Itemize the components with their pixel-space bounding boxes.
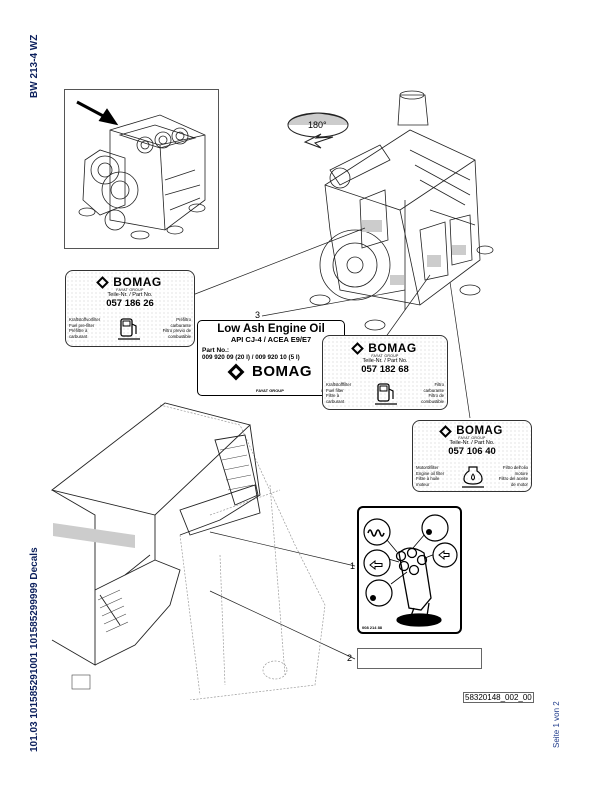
text-line: carburante xyxy=(423,387,444,393)
engine-overview-drawing xyxy=(76,100,206,240)
rotation-label: 180° xyxy=(308,120,327,130)
brand-subtitle: FAYAT GROUP xyxy=(116,288,144,292)
fuel-pump-icon xyxy=(375,383,397,405)
machine-rear-svg xyxy=(50,402,326,701)
brand-subtitle: FAYAT GROUP xyxy=(458,436,486,440)
right-text: Préfiltro carburante Filtro previo de co… xyxy=(145,317,191,339)
text-line: motore xyxy=(514,470,528,476)
part-number: 057 106 40 xyxy=(448,446,496,457)
oil-filter-icon xyxy=(462,466,484,488)
right-text: Filtro dell'olio motore Filtro del aceit… xyxy=(482,465,528,487)
arrow-icon xyxy=(76,100,119,126)
text-line: combustible xyxy=(421,398,444,404)
drum-hammer-icon xyxy=(421,514,449,542)
left-text: Kraftstofffilter Fuel filter Filtre à ca… xyxy=(326,382,366,404)
brand-subtitle: FAYAT GROUP xyxy=(256,388,284,393)
part-number-label: Teile-Nr. / Part No. xyxy=(107,292,153,298)
fuel-pump-icon xyxy=(118,318,140,340)
text-line: Filtro de xyxy=(428,393,444,398)
text-line: Fuel filter xyxy=(326,387,344,393)
drawing-reference: 58320148_002_00 xyxy=(463,692,534,703)
text-line: moteur xyxy=(416,481,430,487)
text-line: carburant xyxy=(69,333,88,339)
bomag-logo: BOMAG xyxy=(323,341,447,355)
text-line: combustible xyxy=(168,333,191,339)
left-text: Motorölfilter Engine oil filter Filtre à… xyxy=(416,465,456,487)
text-line: Motorölfilter xyxy=(416,465,439,470)
joystick-code: 008 214 88 xyxy=(362,625,383,630)
bomag-diamond-icon xyxy=(227,363,245,380)
decal-fuel-prefilter: BOMAG FAYAT GROUP Teile-Nr. / Part No. 0… xyxy=(65,270,195,347)
bomag-logo: BOMAG xyxy=(413,424,531,438)
text-line: Préfiltre à xyxy=(69,328,88,333)
text-line: carburante xyxy=(170,322,191,328)
travel-right-icon xyxy=(432,542,458,568)
text-line: de motor xyxy=(511,481,528,487)
decal-fuel-filter: BOMAG FAYAT GROUP Teile-Nr. / Part No. 0… xyxy=(322,335,448,410)
text-line: Filtro previo de xyxy=(162,328,191,333)
text-line: Fuel pre-filter xyxy=(69,322,95,328)
callout-3: 3 xyxy=(255,310,261,320)
part-number-label: Teile-Nr. / Part No. xyxy=(362,358,408,364)
bomag-logo: BOMAG xyxy=(66,275,194,289)
oil-title: Low Ash Engine Oil xyxy=(217,323,325,335)
text-line: Kraftstofffilter xyxy=(326,382,352,387)
decal-engine-oil: Low Ash Engine Oil API CJ-4 / ACEA E9/E7… xyxy=(197,320,345,396)
text-line: Filtre à huile xyxy=(416,476,440,481)
part-number: 057 182 68 xyxy=(361,364,409,375)
callout-2: 2 xyxy=(347,653,353,663)
oil-part-label: Part No.: xyxy=(202,347,230,354)
part-number-label: Teile-Nr. / Part No. xyxy=(449,440,495,446)
brand-name: BOMAG xyxy=(252,363,312,380)
brand-subtitle: FAYAT GROUP xyxy=(371,354,399,358)
text-line: Filtre à xyxy=(326,393,340,398)
right-text: Filtro carburante Filtro de combustible xyxy=(400,382,444,404)
oil-part-numbers: 009 920 09 (20 l) / 009 920 10 (5 l) xyxy=(202,354,300,361)
bomag-diamond-icon xyxy=(351,341,365,355)
engine-rear-svg xyxy=(309,90,494,331)
part-number: 057 186 26 xyxy=(106,298,154,309)
engine-rear-drawing xyxy=(300,90,500,340)
bomag-logo: BOMAG xyxy=(198,363,344,380)
text-line: carburant xyxy=(326,398,345,404)
bomag-diamond-icon xyxy=(96,275,110,289)
decal-blank xyxy=(357,648,482,669)
text-line: Préfiltro xyxy=(176,317,191,322)
text-line: Kraftstoffvorfilter xyxy=(69,317,101,322)
brand-name: BOMAG xyxy=(368,341,417,355)
callout-1: 1 xyxy=(350,561,356,571)
rotation-indicator: 180° xyxy=(283,108,353,153)
decal-joystick: 008 214 88 xyxy=(357,506,462,634)
decal-oil-filter: BOMAG FAYAT GROUP Teile-Nr. / Part No. 0… xyxy=(412,420,532,492)
text-line: Filtro del aceite xyxy=(498,476,528,481)
oil-spec: API CJ-4 / ACEA E9/E7 xyxy=(230,335,312,344)
text-line: Filtro xyxy=(434,382,444,387)
left-text: Kraftstoffvorfilter Fuel pre-filter Préf… xyxy=(69,317,109,339)
brand-name: BOMAG xyxy=(113,275,162,289)
text-line: Filtro dell'olio xyxy=(503,465,528,470)
text-line: Engine oil filter xyxy=(416,470,445,476)
machine-rear-drawing xyxy=(40,395,340,701)
joystick-drawing xyxy=(363,514,458,627)
brand-name: BOMAG xyxy=(456,425,503,437)
drum-down-icon xyxy=(365,579,393,607)
engine-overview-inset xyxy=(64,89,219,249)
rotate-arrow-icon xyxy=(287,112,349,149)
